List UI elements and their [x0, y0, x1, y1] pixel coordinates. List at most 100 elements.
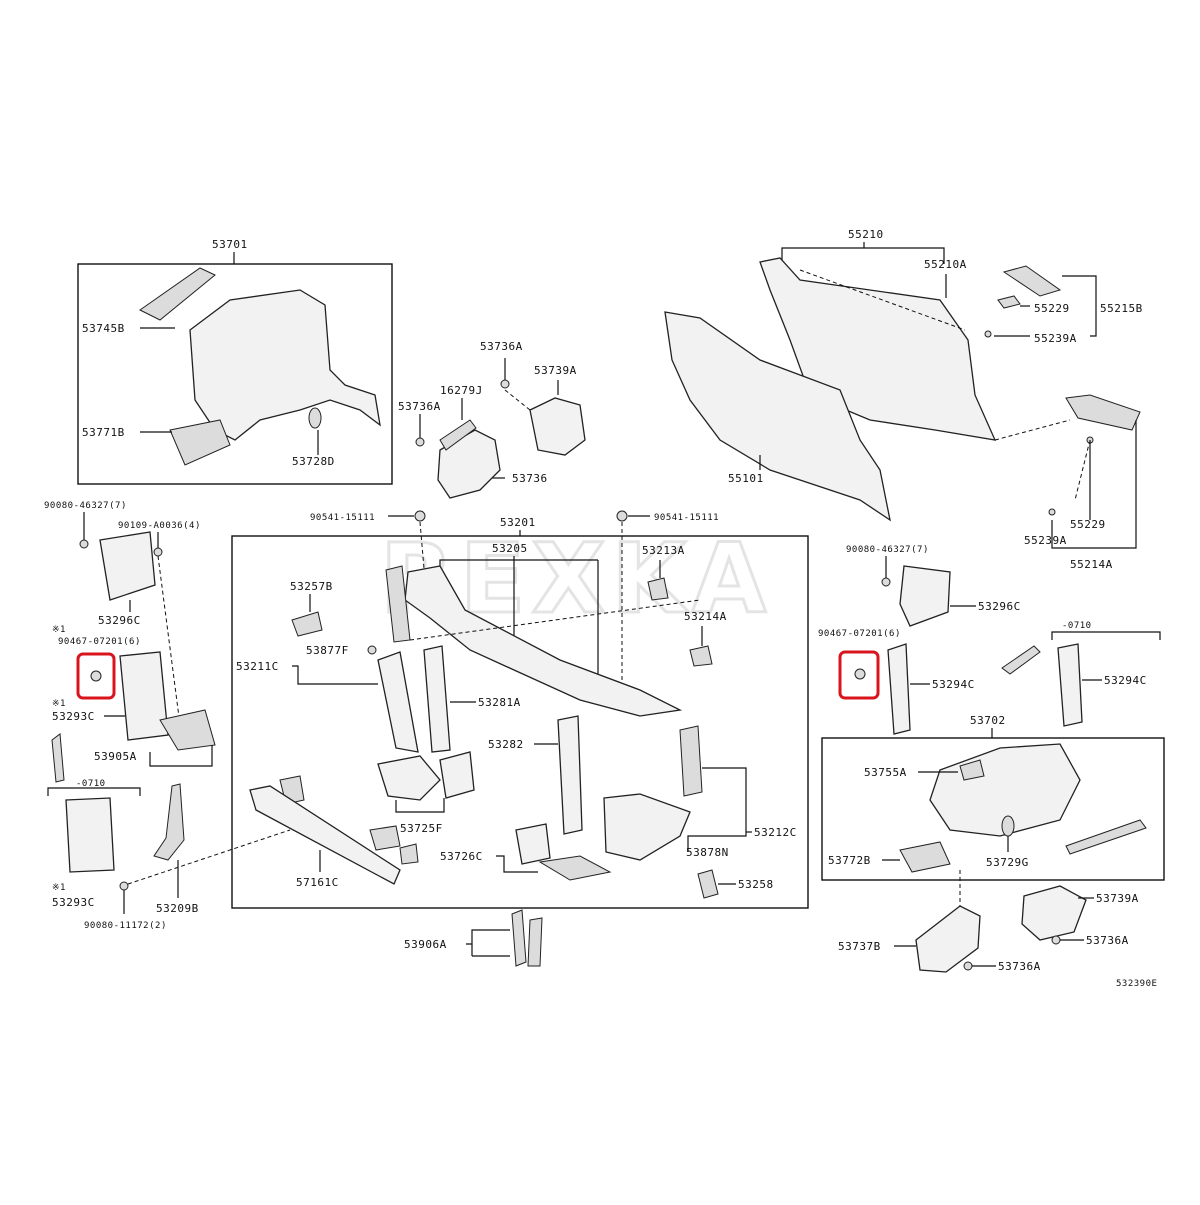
label-53209B[interactable]: 53209B — [156, 902, 199, 915]
bracket-53257B-part — [291, 611, 323, 637]
label-90467-07201-right[interactable]: 90467-07201(6) — [818, 629, 901, 639]
cover-53739A-part — [529, 397, 586, 456]
label-53739A-bot[interactable]: 53739A — [1096, 892, 1139, 905]
label-55215B[interactable]: 55215B — [1100, 302, 1143, 315]
label-55214A[interactable]: 55214A — [1070, 558, 1113, 571]
label-57161C[interactable]: 57161C — [296, 876, 339, 889]
label-55229-top[interactable]: 55229 — [1034, 302, 1070, 315]
direction-arrow — [1001, 645, 1041, 675]
label-53728D[interactable]: 53728D — [292, 455, 335, 468]
range-left: -0710 — [76, 779, 106, 789]
bracket-53755A-part — [959, 759, 985, 781]
label-90541-15111-left[interactable]: 90541-15111 — [310, 513, 375, 523]
bracket-53905A-part — [159, 709, 216, 751]
highlight-90467-right — [838, 650, 880, 700]
label-53214A[interactable]: 53214A — [684, 610, 727, 623]
label-53736A-bot1[interactable]: 53736A — [1086, 934, 1129, 947]
lower-support-57161C-part — [249, 785, 401, 885]
clip-b-part — [369, 825, 401, 851]
bracket-53293C-top-part — [119, 651, 169, 741]
label-90467-07201-left[interactable]: 90467-07201(6) — [58, 637, 141, 647]
label-53258[interactable]: 53258 — [738, 878, 774, 891]
label-53736A-top[interactable]: 53736A — [480, 340, 523, 353]
label-53205[interactable]: 53205 — [492, 542, 528, 555]
bracket-53737B-part — [915, 905, 981, 973]
bracket-53213A-part — [647, 577, 669, 601]
label-53755A[interactable]: 53755A — [864, 766, 907, 779]
label-53257B[interactable]: 53257B — [290, 580, 333, 593]
group-53201: 90541-15111 90541-15111 53201 53205 5321… — [231, 510, 809, 909]
label-53211C[interactable]: 53211C — [236, 660, 279, 673]
cover-53739A-bot-part — [1021, 885, 1087, 941]
group-box-53701 — [77, 263, 393, 485]
label-53213A[interactable]: 53213A — [642, 544, 685, 557]
panel-53296C-left-part — [99, 531, 156, 601]
label-90080-11172[interactable]: 90080-11172(2) — [84, 921, 167, 931]
label-53201[interactable]: 53201 — [500, 516, 536, 529]
group-box-53702 — [821, 737, 1165, 881]
label-55239A-bot[interactable]: 55239A — [1024, 534, 1067, 547]
label-53737B[interactable]: 53737B — [838, 940, 881, 953]
label-53736[interactable]: 53736 — [512, 472, 548, 485]
group-left-bracket: 90080-46327(7) 90109-A0036(4) 53296C ※1 … — [44, 501, 291, 931]
label-90109-A0036[interactable]: 90109-A0036(4) — [118, 521, 201, 531]
label-53702[interactable]: 53702 — [970, 714, 1006, 727]
label-90541-15111-right[interactable]: 90541-15111 — [654, 513, 719, 523]
stay-53906A-part — [511, 909, 527, 967]
label-55239A-top[interactable]: 55239A — [1034, 332, 1077, 345]
bracket-53293C-bot-part — [65, 797, 115, 873]
label-53725F[interactable]: 53725F — [400, 822, 443, 835]
label-55101[interactable]: 55101 — [728, 472, 764, 485]
lower-bracket-part — [169, 419, 231, 466]
note-mark-3: ※1 — [52, 883, 66, 893]
side-support-53211C-part — [377, 651, 419, 753]
label-16279J[interactable]: 16279J — [440, 384, 483, 397]
label-53296C-left[interactable]: 53296C — [98, 614, 141, 627]
label-55229-bot[interactable]: 55229 — [1070, 518, 1106, 531]
bracket-53726C-part — [515, 823, 551, 865]
label-53293C-top[interactable]: 53293C — [52, 710, 95, 723]
label-53745B[interactable]: 53745B — [82, 322, 125, 335]
rail-part — [1065, 819, 1147, 855]
panel-53296C-right-part — [899, 565, 951, 627]
label-53772B[interactable]: 53772B — [828, 854, 871, 867]
label-55210[interactable]: 55210 — [848, 228, 884, 241]
label-53701[interactable]: 53701 — [212, 238, 248, 251]
stay-53906A-b-part — [527, 917, 543, 967]
label-90080-46327-right[interactable]: 90080-46327(7) — [846, 545, 929, 555]
bracket-53214A-part — [689, 645, 713, 667]
label-90080-46327-left[interactable]: 90080-46327(7) — [44, 501, 127, 511]
label-53736A-bot2[interactable]: 53736A — [998, 960, 1041, 973]
group-53906A: 53906A — [404, 909, 543, 967]
grommet-part — [308, 407, 322, 429]
label-53294C-left[interactable]: 53294C — [932, 678, 975, 691]
label-55210A[interactable]: 55210A — [924, 258, 967, 271]
label-53771B[interactable]: 53771B — [82, 426, 125, 439]
label-53729G[interactable]: 53729G — [986, 856, 1029, 869]
lower-bracket-53212C-part — [603, 793, 691, 861]
label-53293C-bot[interactable]: 53293C — [52, 896, 95, 909]
plate-part — [538, 855, 612, 881]
label-53281A[interactable]: 53281A — [478, 696, 521, 709]
group-53701: 53701 53745B 53771B 53728D — [77, 238, 393, 485]
clip-55229-part — [997, 295, 1021, 309]
label-53294C-right[interactable]: 53294C — [1104, 674, 1147, 687]
upper-support-53205-part — [404, 565, 683, 717]
clip-c-part — [399, 843, 419, 865]
label-53282[interactable]: 53282 — [488, 738, 524, 751]
bracket-53294C-left-part — [887, 643, 911, 735]
label-53739A-top[interactable]: 53739A — [534, 364, 577, 377]
label-53877F[interactable]: 53877F — [306, 644, 349, 657]
label-53726C[interactable]: 53726C — [440, 850, 483, 863]
label-53878N[interactable]: 53878N — [686, 846, 729, 859]
bracket-53772B-part — [899, 841, 951, 873]
label-53905A[interactable]: 53905A — [94, 750, 137, 763]
label-53736A-mid[interactable]: 53736A — [398, 400, 441, 413]
label-53906A[interactable]: 53906A — [404, 938, 447, 951]
label-53212C[interactable]: 53212C — [754, 826, 797, 839]
label-53296C-right[interactable]: 53296C — [978, 600, 1021, 613]
figure-code: 532390E — [1116, 979, 1157, 989]
group-55210: 55210 55210A 55101 55229 55215B 55239A 5… — [664, 228, 1143, 571]
bracket-16279J-part — [439, 419, 477, 451]
